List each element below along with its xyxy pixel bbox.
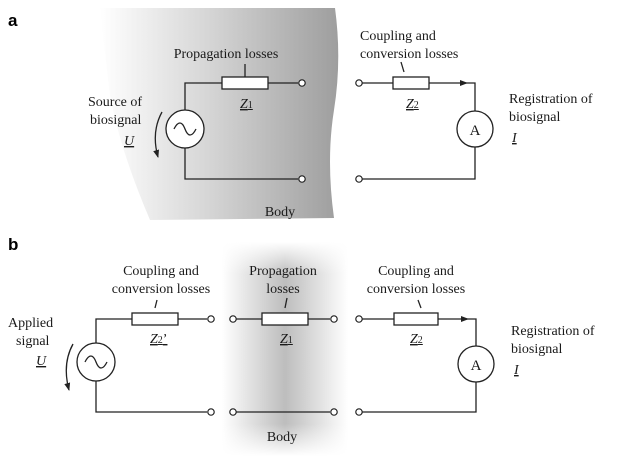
leader-coupling-right-b xyxy=(417,299,422,309)
leader-coupling-a xyxy=(400,61,405,73)
wire-b-right2 xyxy=(468,318,477,346)
impedance-z2-a xyxy=(392,76,430,90)
sine-icon-b xyxy=(84,355,108,369)
terminal-b-7 xyxy=(355,315,363,323)
wire-a-top-left xyxy=(184,82,222,110)
propagation-losses-label-a: Propagation losses xyxy=(174,47,279,62)
ammeter-b-label: A xyxy=(471,358,482,374)
source-arrow-b xyxy=(64,343,74,391)
terminal-a-top-left xyxy=(298,79,306,87)
z1-label-a: Z1 xyxy=(240,97,253,112)
terminal-b-2 xyxy=(207,408,215,416)
wire-a-top-right2 xyxy=(467,82,476,111)
registration-label-a-line1: Registration of xyxy=(509,92,593,107)
leader-coupling-left-b xyxy=(154,299,158,309)
registration-label-b-line2: biosignal xyxy=(511,342,562,357)
impedance-z2prime-b xyxy=(131,312,179,326)
impedance-z1-a xyxy=(221,76,269,90)
panel-b-letter: b xyxy=(8,235,18,254)
coupling-left-label-b-line2: conversion losses xyxy=(112,282,210,297)
registration-label-b-line1: Registration of xyxy=(511,324,595,339)
registration-symbol-b: I xyxy=(513,363,520,378)
applied-label-b-line1: Applied xyxy=(8,316,53,331)
body-label-a: Body xyxy=(265,205,295,220)
z2-label-b: Z2 xyxy=(410,332,423,347)
z2prime-label-b: Z2’ xyxy=(150,332,167,347)
z2-label-a: Z2 xyxy=(406,97,419,112)
panel-a-letter: a xyxy=(8,11,18,30)
body-region-b-fade xyxy=(222,242,348,456)
leader-propagation-b xyxy=(284,297,288,309)
body-region-a xyxy=(100,8,339,220)
coupling-label-a-line2: conversion losses xyxy=(360,47,458,62)
impedance-z1-b xyxy=(261,312,309,326)
terminal-b-5 xyxy=(229,408,237,416)
wire-a-bottom-right xyxy=(362,147,476,180)
terminal-b-8 xyxy=(355,408,363,416)
source-label-a-line2: biosignal xyxy=(90,113,141,128)
impedance-z2-b xyxy=(393,312,439,326)
wire-a-bottom-left xyxy=(184,148,298,180)
coupling-label-a-line1: Coupling and xyxy=(360,29,436,44)
coupling-left-label-b-line1: Coupling and xyxy=(123,264,199,279)
body-label-b: Body xyxy=(267,430,297,445)
wire-b-bottom-left xyxy=(95,381,207,413)
wire-b-bottom-right xyxy=(362,382,477,413)
registration-label-a-line2: biosignal xyxy=(509,110,560,125)
terminal-a-bottom-right xyxy=(355,175,363,183)
ammeter-a-label: A xyxy=(470,123,481,139)
applied-label-b-line2: signal xyxy=(16,334,50,349)
coupling-right-label-b-line2: conversion losses xyxy=(367,282,465,297)
z1-label-b: Z1 xyxy=(280,332,293,347)
terminal-b-3 xyxy=(229,315,237,323)
propagation-label-b-line2: losses xyxy=(266,282,299,297)
source-label-a-line1: Source of xyxy=(88,95,142,110)
sine-icon-a xyxy=(173,122,197,136)
registration-symbol-a: I xyxy=(511,131,518,146)
terminal-b-4 xyxy=(330,315,338,323)
applied-symbol-b: U xyxy=(36,354,47,369)
terminal-a-top-right xyxy=(355,79,363,87)
source-symbol-a: U xyxy=(124,134,135,149)
coupling-right-label-b-line1: Coupling and xyxy=(378,264,454,279)
terminal-b-1 xyxy=(207,315,215,323)
terminal-a-bottom-left xyxy=(298,175,306,183)
source-arrow-a xyxy=(153,111,163,158)
wire-b-top-left xyxy=(95,318,132,343)
propagation-label-b-line1: Propagation xyxy=(249,264,317,279)
terminal-b-6 xyxy=(330,408,338,416)
